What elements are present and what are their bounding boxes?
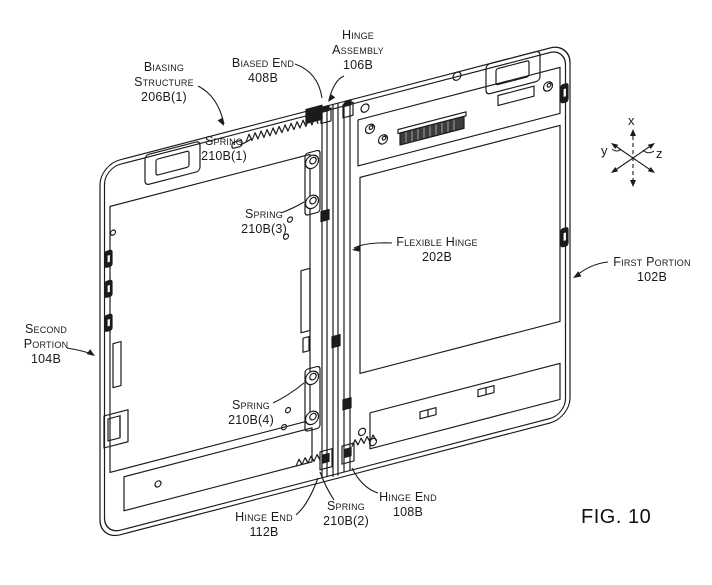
axes-arrowheads	[611, 129, 655, 187]
left-camera-window	[144, 141, 201, 186]
label-line: 210B(2)	[323, 514, 369, 528]
label-line: Spring	[244, 207, 284, 221]
biased-end-block	[305, 104, 323, 125]
figure-caption: FIG. 10	[581, 506, 652, 528]
label-line: Hinge End	[235, 510, 293, 524]
label-line: 106B	[342, 58, 373, 72]
leader-biasing-structure	[197, 85, 225, 125]
label-spring-210b2: Spring 210B(2)	[323, 499, 369, 529]
connector	[397, 111, 467, 146]
x-axis-label: x	[628, 113, 635, 128]
leader-spring-210b1	[239, 138, 252, 146]
device-outline	[99, 46, 571, 537]
label-line: Second	[24, 322, 68, 336]
rail-clips	[320, 208, 352, 411]
screws	[357, 71, 554, 447]
label-spring-210b4: Spring 210B(4)	[228, 398, 274, 428]
label-hinge-end-112b: Hinge End 112B	[235, 510, 293, 540]
second-portion-drawing	[103, 141, 313, 512]
axes-indicator	[611, 129, 655, 187]
z-label-hook	[642, 149, 655, 154]
right-camera-window	[485, 50, 541, 95]
z-axis-label: z	[656, 146, 663, 161]
label-line: Biasing	[143, 60, 185, 74]
hinge-assembly-drawing	[231, 99, 377, 478]
label-line: 202B	[422, 250, 452, 264]
right-bottom-bar	[369, 362, 561, 450]
label-second-portion: Second Portion 104B	[24, 322, 69, 367]
right-inner-panel	[359, 124, 561, 375]
cylinder-springs	[304, 154, 320, 426]
leader-spring-210b3	[280, 201, 305, 214]
label-line: Spring	[204, 134, 244, 148]
card-slot	[103, 409, 129, 449]
z-axis-line	[613, 144, 653, 172]
leader-spring-210b2	[319, 471, 335, 501]
label-line: Spring	[326, 499, 366, 513]
device-drawing	[99, 46, 571, 537]
leader-spring-210b4	[272, 382, 305, 404]
leader-arrowheads	[86, 93, 582, 356]
left-edge-buttons	[104, 249, 113, 332]
left-inner-panel	[109, 153, 311, 474]
label-line: First Portion	[613, 255, 691, 269]
label-line: 104B	[30, 352, 61, 366]
spring-brackets	[304, 149, 321, 432]
right-top-bar	[357, 66, 561, 167]
label-spring-210b1: Spring 210B(1)	[201, 134, 247, 164]
first-portion-drawing	[357, 50, 569, 450]
label-line: 112B	[249, 525, 279, 539]
label-line: 210B(4)	[228, 413, 274, 427]
y-label-hook	[611, 148, 622, 152]
label-hinge-end-108b: Hinge End 108B	[379, 490, 437, 520]
label-hinge-assembly: Hinge Assembly 106B	[332, 28, 384, 73]
left-bottom-bar	[123, 427, 313, 512]
label-line: 408B	[248, 71, 278, 85]
coil-spring-210b1	[231, 104, 323, 149]
label-spring-210b3: Spring 210B(3)	[241, 207, 287, 237]
label-line: Flexible Hinge	[396, 235, 478, 249]
label-line: Portion	[23, 337, 69, 351]
leader-hinge-end-112b	[295, 477, 319, 516]
leader-biased-end	[294, 63, 323, 99]
label-line: Assembly	[332, 43, 384, 57]
left-edge-slot	[112, 340, 122, 389]
coil-springs-bottom	[295, 434, 377, 467]
label-biased-end: Biased End 408B	[232, 56, 294, 86]
label-line: 210B(1)	[201, 149, 247, 163]
hinge-rails	[321, 101, 351, 478]
latch-bar	[300, 267, 311, 353]
label-line: 102B	[636, 270, 667, 284]
label-line: 108B	[392, 505, 423, 519]
label-line: 210B(3)	[241, 222, 287, 236]
label-line: Structure	[134, 75, 194, 89]
y-axis-label: y	[601, 143, 608, 158]
label-line: Hinge	[341, 28, 375, 42]
bottom-bar-clips	[419, 384, 495, 420]
leader-first-portion	[575, 261, 609, 277]
leader-hinge-end-108b	[351, 467, 379, 494]
panel-holes	[109, 216, 294, 488]
label-biasing-structure: Biasing Structure 206B(1)	[134, 60, 194, 105]
right-edge-buttons	[560, 83, 569, 248]
label-line: Biased End	[231, 56, 295, 70]
top-bar-window	[497, 85, 535, 107]
label-line: Hinge End	[379, 490, 437, 504]
flexible-hinge-strip	[332, 102, 339, 478]
label-line: Spring	[231, 398, 271, 412]
leader-flexible-hinge	[353, 242, 393, 249]
label-flexible-hinge: Flexible Hinge 202B	[396, 235, 477, 265]
label-line: 206B(1)	[141, 90, 187, 104]
label-first-portion: First Portion 102B	[613, 255, 690, 285]
